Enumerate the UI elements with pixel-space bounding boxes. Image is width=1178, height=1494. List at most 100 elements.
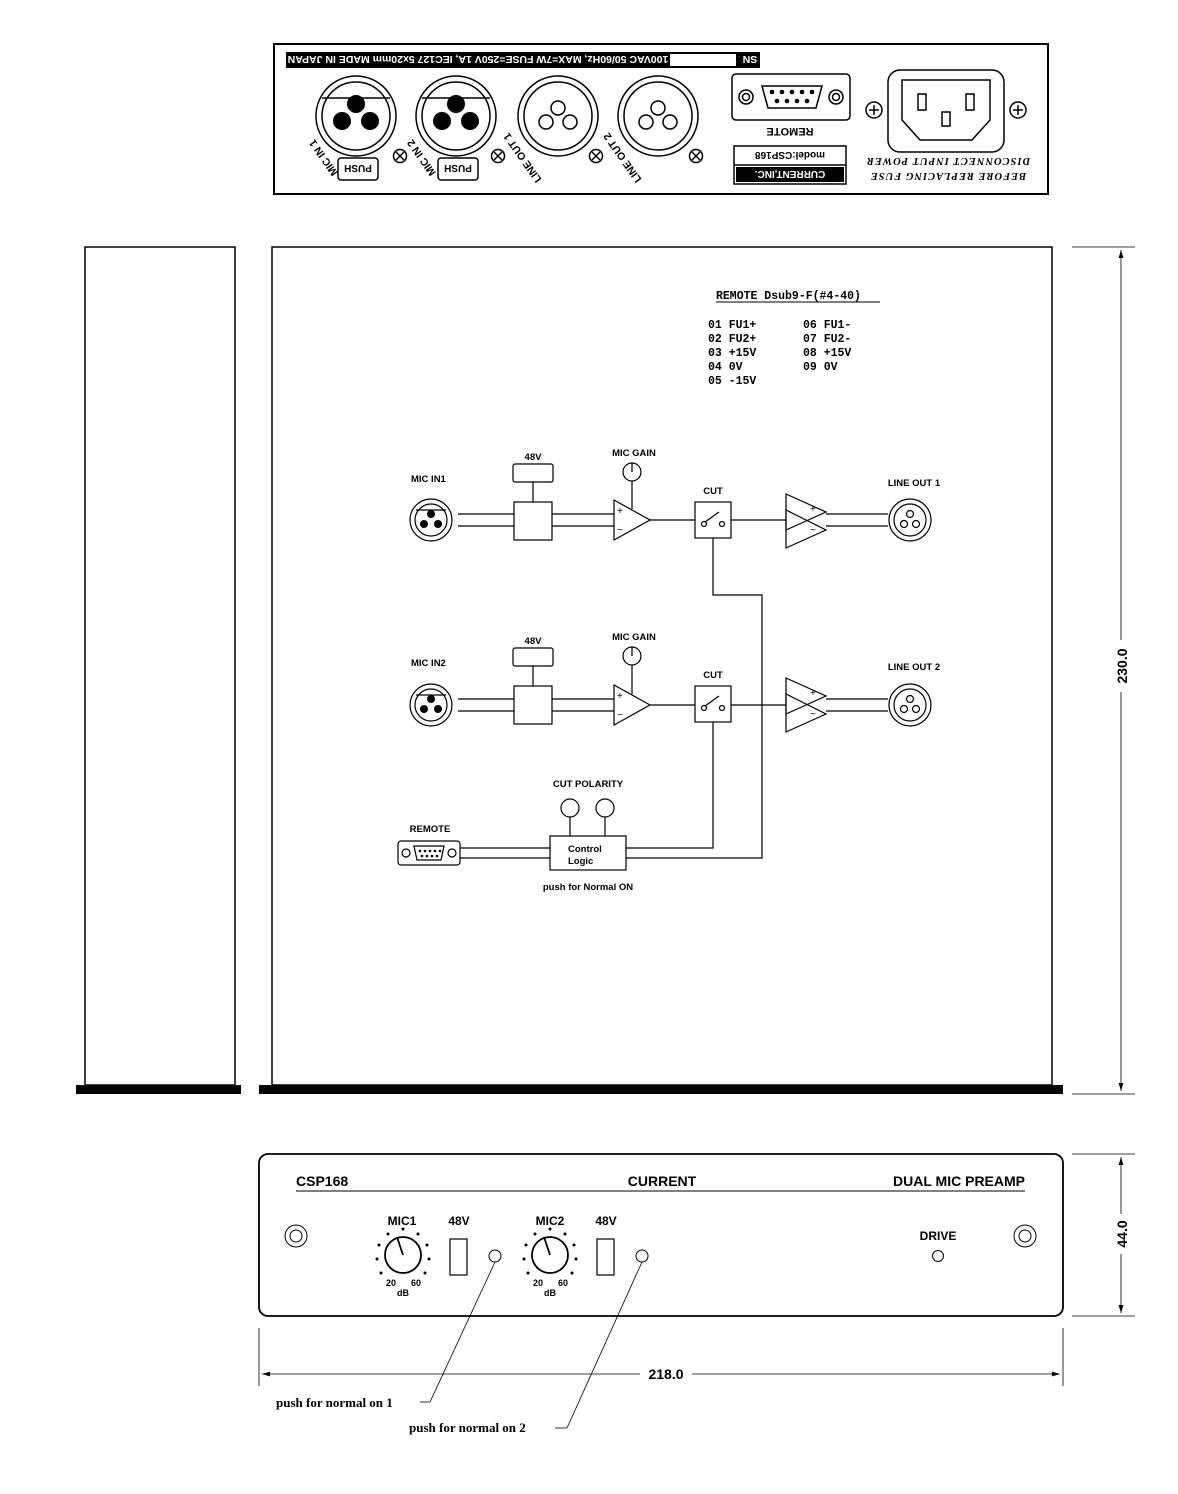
driver-2-plus: + <box>810 688 816 699</box>
rear-line-out-1-connector: LINE OUT 1 <box>501 75 604 185</box>
control-logic-label-1: Control <box>568 844 602 855</box>
front-48v-2-switch[interactable] <box>596 1238 615 1276</box>
line-driver-1-lower <box>785 509 828 549</box>
front-mic1-db: dB <box>397 1288 409 1298</box>
line-out-1-label: LINE OUT 1 <box>888 478 941 489</box>
front-mic1-label: MIC1 <box>388 1214 417 1228</box>
mic-gain-1-label: MIC GAIN <box>612 448 656 459</box>
phantom-2-block <box>513 685 553 725</box>
pin-08: 08 +15V <box>803 347 851 360</box>
driver-1-minus: − <box>810 525 816 536</box>
front-panel: CSP168 CURRENT DUAL MIC PREAMP MIC1 20 6… <box>258 1153 1064 1317</box>
dimension-height: 44.0 <box>1072 1153 1135 1317</box>
front-drive-led <box>932 1250 944 1262</box>
front-mic2-scale-20: 20 <box>533 1278 543 1288</box>
rear-mic-in-2-label: MIC IN 2 <box>405 137 439 178</box>
rear-panel: 100VAC 50/60Hz, MAX=7W FUSE=250V 1A, IEC… <box>273 43 1049 195</box>
cut-2-switch-block <box>694 685 732 723</box>
dimension-width-label: 218.0 <box>648 1366 683 1382</box>
front-48v-1-label: 48V <box>448 1214 469 1228</box>
rear-warning-line-2: BEFORE REPLACING FUSE <box>870 170 1027 181</box>
channel-2-signal-path: MIC IN2 48V + − MIC GAIN CUT + − LINE <box>409 632 940 733</box>
pin-01: 01 FU1+ <box>708 319 756 332</box>
dimension-height-label: 44.0 <box>1114 1220 1130 1247</box>
callouts: push for normal on 1 push for normal on … <box>276 1261 643 1435</box>
phantom-1-switch <box>512 463 554 483</box>
pin-06: 06 FU1- <box>803 319 851 332</box>
front-normal-on-2-button[interactable] <box>635 1249 649 1263</box>
phantom-2-label: 48V <box>525 636 543 647</box>
rear-mic-in-1-connector: PUSH MIC IN 1 <box>307 75 408 181</box>
pin-04: 04 0V <box>708 361 743 374</box>
rear-model-label: model:CSP168 <box>755 149 825 160</box>
block-remote-dsub-icon <box>397 840 461 866</box>
channel-1-signal-path: MIC IN1 48V + − MIC GAIN CUT + − LINE <box>409 448 941 549</box>
side-view <box>76 246 241 1094</box>
rear-info-text: 100VAC 50/60Hz, MAX=7W FUSE=250V 1A, IEC… <box>288 53 669 65</box>
driver-2-minus: − <box>810 709 816 720</box>
mic-in2-xlr-icon <box>409 683 453 727</box>
dimension-depth: 230.0 <box>1072 246 1135 1095</box>
front-mic2-scale-60: 60 <box>558 1278 568 1288</box>
front-mic2-db: dB <box>544 1288 556 1298</box>
cut-polarity-label: CUT POLARITY <box>553 779 624 790</box>
amp-2-minus: − <box>617 710 623 721</box>
line-out-1-xlr-icon <box>888 498 932 542</box>
mic-amp-2-triangle <box>613 683 652 727</box>
rear-remote-dsub: REMOTE model:CSP168 CURRENT,INC. <box>731 73 851 185</box>
callout-normal-on-1: push for normal on 1 <box>276 1395 393 1410</box>
line-driver-2-lower <box>785 693 828 733</box>
pin-02: 02 FU2+ <box>708 333 756 346</box>
block-remote-label: REMOTE <box>410 824 451 835</box>
control-logic-block <box>549 835 627 871</box>
front-48v-1-switch[interactable] <box>449 1238 468 1276</box>
mic-in2-label: MIC IN2 <box>411 658 446 669</box>
rear-push-2: PUSH <box>444 162 472 173</box>
front-mount-screw-right <box>1013 1224 1037 1248</box>
phantom-1-block <box>513 501 553 541</box>
front-mic1-scale-20: 20 <box>386 1278 396 1288</box>
amp-1-plus: + <box>617 506 623 517</box>
rear-mic-in-2-connector: PUSH MIC IN 2 <box>405 75 506 181</box>
line-out-2-label: LINE OUT 2 <box>888 662 940 673</box>
rear-info-strip <box>286 52 760 68</box>
front-mic2-gain-knob[interactable] <box>522 1227 578 1275</box>
line-driver-2-upper <box>785 677 828 715</box>
rear-warning-line-1: DISCONNECT INPUT POWER <box>866 155 1031 166</box>
control-logic-section: CUT POLARITY Control Logic push for Norm… <box>397 538 763 893</box>
front-48v-2-label: 48V <box>595 1214 616 1228</box>
top-view <box>259 246 1063 1094</box>
pin-07: 07 FU2- <box>803 333 851 346</box>
front-product: DUAL MIC PREAMP <box>893 1173 1025 1189</box>
line-out-2-xlr-icon <box>888 683 932 727</box>
driver-1-plus: + <box>810 504 816 515</box>
rear-sn-label: SN <box>743 53 758 65</box>
mic-gain-2-label: MIC GAIN <box>612 632 656 643</box>
rear-line-out-2-label: LINE OUT 2 <box>601 130 644 184</box>
line-driver-1-upper <box>785 493 828 531</box>
rear-push-1: PUSH <box>344 162 372 173</box>
push-normal-on-note: push for Normal ON <box>543 882 633 893</box>
amp-1-minus: − <box>617 525 623 536</box>
mic-in1-xlr-icon <box>409 498 453 542</box>
phantom-1-label: 48V <box>525 452 543 463</box>
cut-1-label: CUT <box>703 486 723 497</box>
phantom-2-switch <box>512 647 554 667</box>
pin-05: 05 -15V <box>708 375 756 388</box>
front-mic1-gain-knob[interactable] <box>375 1227 431 1275</box>
rear-iec-power-inlet: DISCONNECT INPUT POWER BEFORE REPLACING … <box>865 69 1031 181</box>
cut-2-label: CUT <box>703 670 723 681</box>
rear-remote-label: REMOTE <box>766 125 813 137</box>
cut-1-switch-block <box>694 501 732 539</box>
rear-brand-label: CURRENT,INC. <box>755 168 826 179</box>
rear-line-out-2-connector: LINE OUT 2 <box>601 75 704 185</box>
front-mic2-label: MIC2 <box>536 1214 565 1228</box>
front-normal-on-1-button[interactable] <box>488 1249 502 1263</box>
front-mic1-scale-60: 60 <box>411 1278 421 1288</box>
control-logic-label-2: Logic <box>568 856 593 867</box>
front-brand: CURRENT <box>628 1173 697 1189</box>
mic-amp-1-triangle <box>613 498 652 542</box>
rear-line-out-1-label: LINE OUT 1 <box>501 130 544 184</box>
callout-normal-on-2: push for normal on 2 <box>409 1420 526 1435</box>
